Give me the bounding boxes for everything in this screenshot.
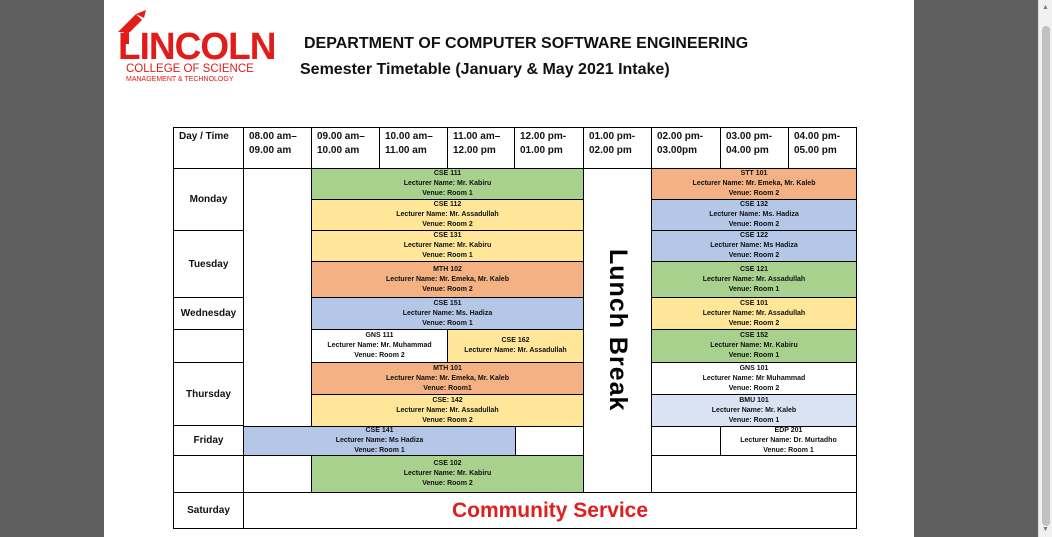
empty-cell xyxy=(243,455,312,493)
time-slot-header: 08.00 am–09.00 am xyxy=(243,127,312,169)
day-thursday: Thursday xyxy=(173,362,244,426)
day-blank xyxy=(173,455,244,493)
day-wednesday: Wednesday xyxy=(173,297,244,330)
scroll-up-icon[interactable]: ▲ xyxy=(1042,4,1049,11)
time-slot-header: 04.00 pm-05.00 pm xyxy=(788,127,857,169)
empty-cell xyxy=(515,426,584,456)
empty-cell xyxy=(651,455,857,493)
department-title: DEPARTMENT OF COMPUTER SOFTWARE ENGINEER… xyxy=(304,35,749,52)
day-monday: Monday xyxy=(173,168,244,231)
scrollbar-thumb[interactable] xyxy=(1042,26,1050,526)
day-tuesday: Tuesday xyxy=(173,230,244,298)
timetable-grid: Day / Time 08.00 am–09.00 am 09.00 am–10… xyxy=(104,0,914,537)
logo-line1: COLLEGE OF SCIENCE xyxy=(126,63,254,75)
document-page: LINCOLN COLLEGE OF SCIENCE MANAGEMENT & … xyxy=(104,0,914,537)
time-slot-header: 02.00 pm-03.00pm xyxy=(651,127,721,169)
empty-cell xyxy=(651,426,721,456)
scroll-down-icon[interactable]: ▼ xyxy=(1042,526,1049,533)
lunch-break: Lunch Break xyxy=(583,168,652,493)
community-service: Community Service xyxy=(243,492,857,529)
day-blank xyxy=(173,329,244,363)
time-slot-header: 11.00 am–12.00 pm xyxy=(447,127,515,169)
corner-header: Day / Time xyxy=(173,127,244,169)
college-logo: LINCOLN COLLEGE OF SCIENCE MANAGEMENT & … xyxy=(108,10,276,88)
time-slot-header: 09.00 am–10.00 am xyxy=(311,127,380,169)
time-slot-header: 12.00 pm-01.00 pm xyxy=(514,127,584,169)
logo-line2: MANAGEMENT & TECHNOLOGY xyxy=(126,76,234,83)
time-slot-header: 03.00 pm-04.00 pm xyxy=(720,127,789,169)
day-friday: Friday xyxy=(173,425,244,456)
time-slot-header: 10.00 am–11.00 am xyxy=(379,127,448,169)
vertical-scrollbar[interactable]: ▲ ▼ xyxy=(1038,0,1052,537)
logo-name: LINCOLN xyxy=(118,25,276,68)
time-slot-header: 01.00 pm-02.00 pm xyxy=(583,127,652,169)
graduation-cap-icon xyxy=(118,10,146,44)
empty-cell xyxy=(243,168,312,427)
day-saturday: Saturday xyxy=(173,492,244,529)
timetable-subtitle: Semester Timetable (January & May 2021 I… xyxy=(300,61,670,78)
